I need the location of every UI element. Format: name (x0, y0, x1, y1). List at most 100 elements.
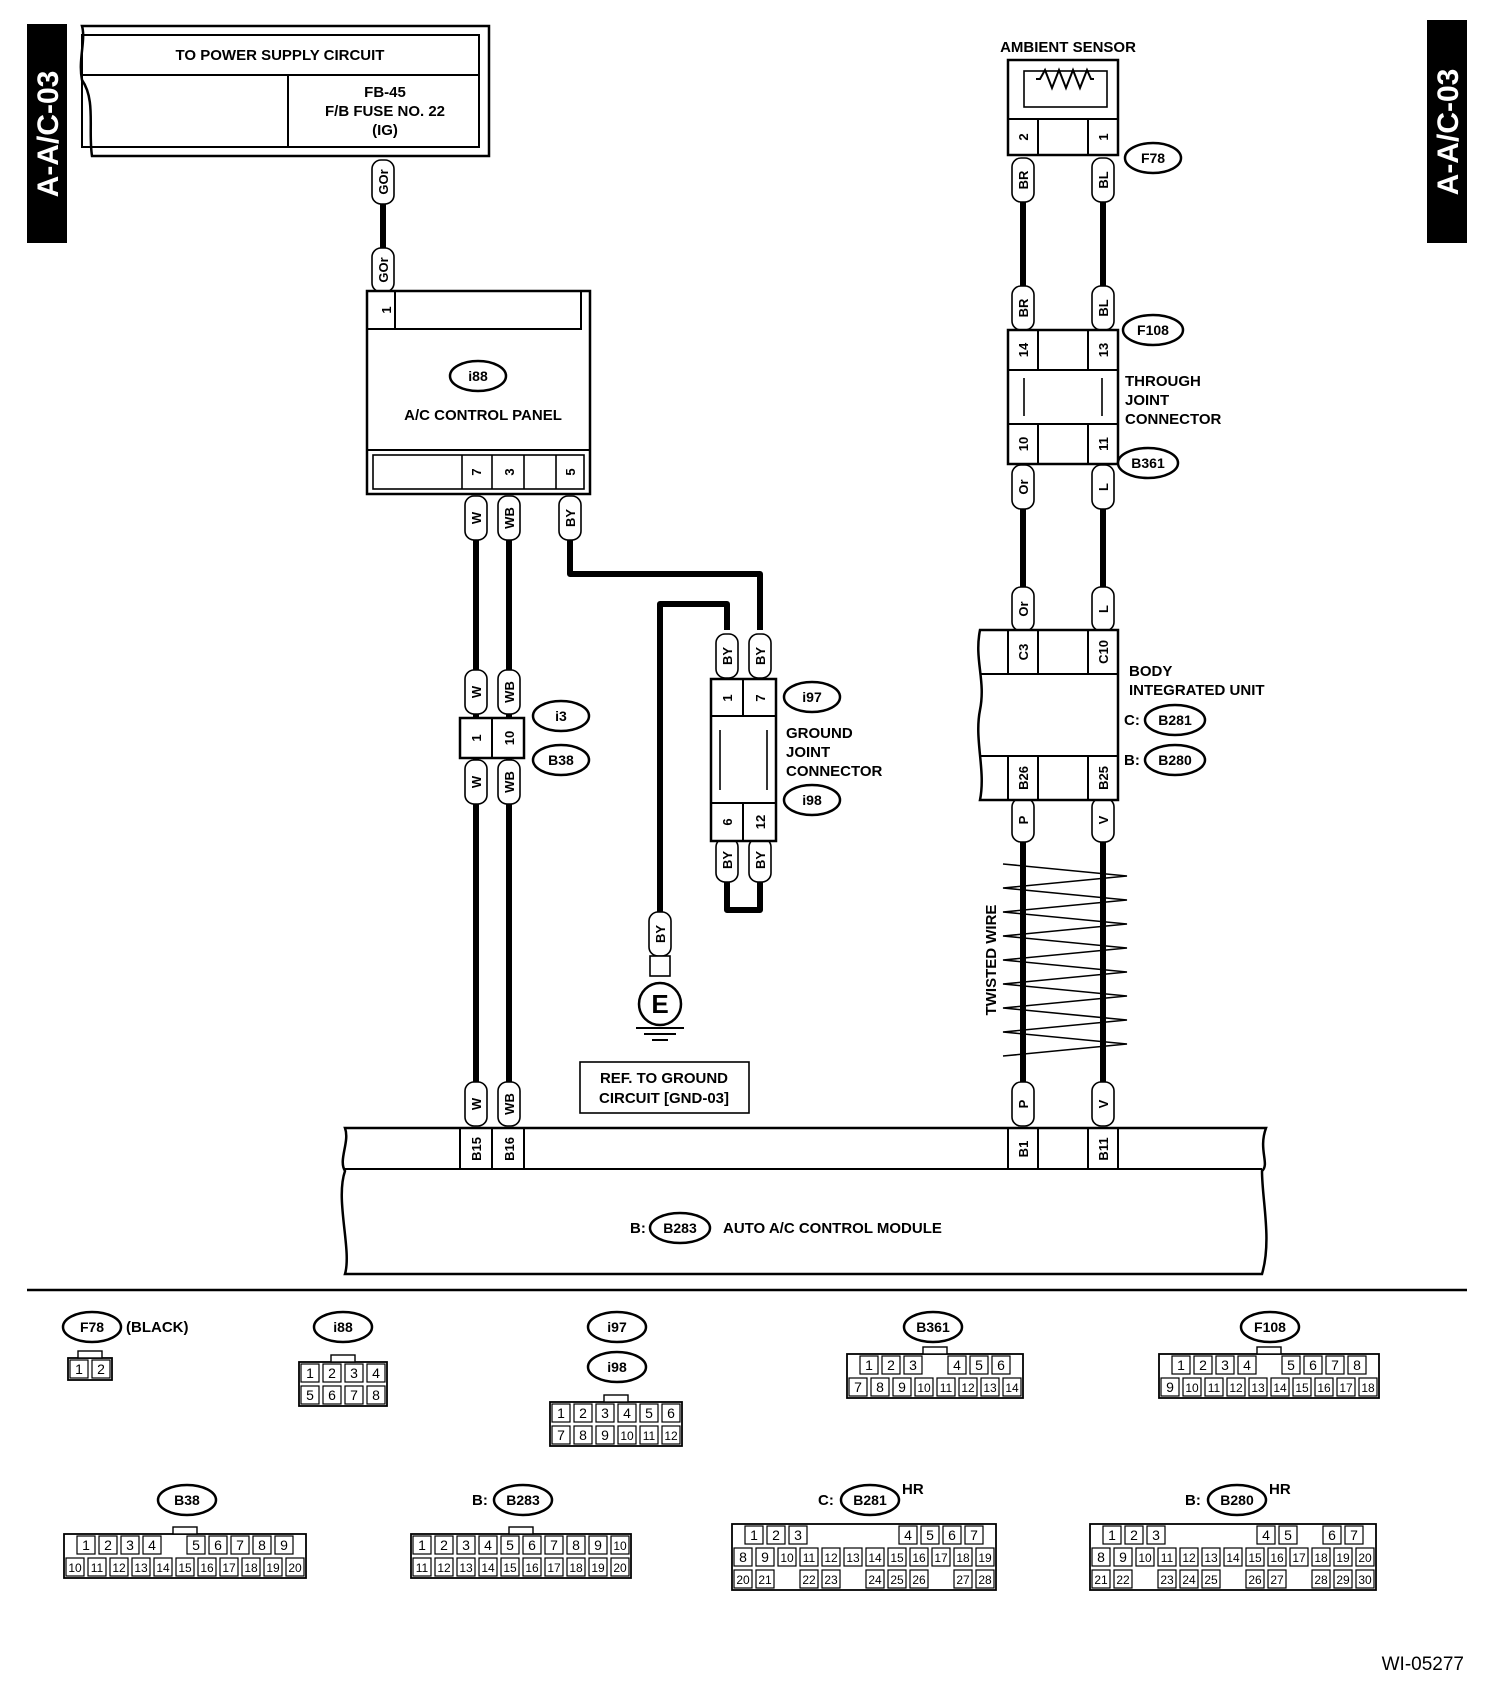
f78-pin-2: 2 (1016, 133, 1031, 140)
b38-cell: 12 (112, 1561, 126, 1575)
b280-cell: 21 (1094, 1573, 1108, 1587)
b283-cell: 19 (591, 1561, 605, 1575)
fuse-line-1: FB-45 (364, 84, 406, 101)
wire-label-by-gj-1: BY (715, 633, 739, 679)
b38-legend-tag-label: B38 (174, 1492, 200, 1508)
b283-cell: 5 (506, 1537, 514, 1553)
f108-cell: 15 (1295, 1381, 1309, 1395)
b38-cell: 16 (200, 1561, 214, 1575)
b283-cell: 15 (503, 1561, 517, 1575)
ac-panel-pin-7: 7 (469, 468, 484, 475)
f108-cell: 3 (1221, 1357, 1229, 1373)
b281-cell: 1 (750, 1527, 758, 1543)
b38-cell: 3 (126, 1537, 134, 1553)
f108-cell: 7 (1331, 1357, 1339, 1373)
side-tab-right: A-A/C-03 (1427, 20, 1467, 243)
i3-tag-label: i3 (555, 708, 567, 724)
b281-cell: 3 (794, 1527, 802, 1543)
b38-cell: 7 (236, 1537, 244, 1553)
svg-text:BR: BR (1016, 170, 1031, 189)
side-tab-left-label: A-A/C-03 (32, 71, 65, 198)
b280-cell: 10 (1138, 1551, 1152, 1565)
i88-cell: 3 (350, 1365, 358, 1381)
svg-text:BY: BY (753, 647, 768, 665)
b283-cell: 18 (569, 1561, 583, 1575)
gj-pin-6: 6 (720, 818, 735, 825)
b361-tag (1116, 446, 1180, 480)
b281-cell: 8 (739, 1549, 747, 1565)
body-unit-c-prefix: C: (1124, 712, 1140, 729)
ground-ref-line-1: REF. TO GROUND (600, 1070, 728, 1087)
f108-cell: 1 (1177, 1357, 1185, 1373)
f78-tag-label: F78 (1141, 150, 1165, 166)
b283-legend-tag-label: B283 (506, 1492, 540, 1508)
wire-label-by-panel: BY (558, 495, 582, 541)
fuse-line-3: (IG) (372, 122, 398, 139)
ac-panel-pin-3: 3 (502, 468, 517, 475)
body-integrated-unit: C3 C10 B26 B25 BODY INTEGRATED UNIT C: B… (977, 628, 1265, 802)
i97-cell: 9 (601, 1427, 609, 1443)
f108-cell: 12 (1229, 1381, 1243, 1395)
wire-label-wb-i3-bottom: WB (497, 759, 521, 805)
b281-tag (1143, 703, 1207, 737)
b281-cell: 25 (890, 1573, 904, 1587)
svg-text:BL: BL (1096, 171, 1111, 188)
i88-cell: 1 (306, 1365, 314, 1381)
b281-cell: 20 (736, 1573, 750, 1587)
i88-tag (448, 359, 508, 393)
b280-cell: 13 (1204, 1551, 1218, 1565)
ambient-sensor-label: AMBIENT SENSOR (1000, 39, 1136, 56)
svg-text:WB: WB (502, 507, 517, 529)
b283-cell: 1 (418, 1537, 426, 1553)
f108-cell: 2 (1199, 1357, 1207, 1373)
b280-cell: 19 (1336, 1551, 1350, 1565)
svg-text:BY: BY (563, 509, 578, 527)
b281-legend-suffix: HR (902, 1481, 924, 1498)
i97-tag (782, 680, 842, 714)
f108-cell: 5 (1287, 1357, 1295, 1373)
b281-tag-label: B281 (1158, 712, 1192, 728)
b38-cell: 20 (288, 1561, 302, 1575)
b361-cell: 14 (1005, 1381, 1019, 1395)
power-supply-box: TO POWER SUPPLY CIRCUIT FB-45 F/B FUSE N… (79, 24, 491, 158)
b280-cell: 27 (1270, 1573, 1284, 1587)
f78-legend-note: (BLACK) (126, 1319, 188, 1336)
b281-cell: 7 (970, 1527, 978, 1543)
wire-label-or-body: Or (1011, 586, 1035, 632)
body-pin-c10: C10 (1096, 640, 1111, 664)
f108-cell: 16 (1317, 1381, 1331, 1395)
b281-cell: 9 (761, 1549, 769, 1565)
b281-legend-prefix: C: (818, 1492, 834, 1509)
ground-joint-connector: 1 7 6 12 i97 GROUND JOINT CONNECTOR i98 (709, 677, 883, 843)
i97-cell: 8 (579, 1427, 587, 1443)
wire-label-or-joint: Or (1011, 464, 1035, 510)
b280-legend-prefix: B: (1185, 1492, 1201, 1509)
wire-label-by-gj-3: BY (715, 837, 739, 883)
b281-legend-tag-label: B281 (853, 1492, 887, 1508)
ground-ref-line-2: CIRCUIT [GND-03] (599, 1090, 729, 1107)
b280-cell: 1 (1108, 1527, 1116, 1543)
wire-label-by-ground: BY (648, 911, 672, 957)
b280-cell: 12 (1182, 1551, 1196, 1565)
power-supply-title: TO POWER SUPPLY CIRCUIT (176, 47, 385, 64)
i88-legend-tag (312, 1310, 374, 1344)
b281-cell: 10 (780, 1551, 794, 1565)
f78-legend-tag-label: F78 (80, 1319, 104, 1335)
i3-pin-10: 10 (502, 731, 517, 745)
svg-text:W: W (469, 511, 484, 524)
body-unit-b-prefix: B: (1124, 752, 1140, 769)
b281-cell: 4 (904, 1527, 912, 1543)
i97-legend-tag-label: i97 (607, 1319, 627, 1335)
f108-cell: 6 (1309, 1357, 1317, 1373)
b283-cell: 20 (613, 1561, 627, 1575)
b38-cell: 4 (148, 1537, 156, 1553)
wire-label-bl-sensor: BL (1091, 157, 1115, 203)
i88-cell: 5 (306, 1387, 314, 1403)
b280-cell: 3 (1152, 1527, 1160, 1543)
b283-cell: 7 (550, 1537, 558, 1553)
b283-cell: 3 (462, 1537, 470, 1553)
twisted-wire: TWISTED WIRE (983, 863, 1128, 1057)
b361-cell: 3 (909, 1357, 917, 1373)
